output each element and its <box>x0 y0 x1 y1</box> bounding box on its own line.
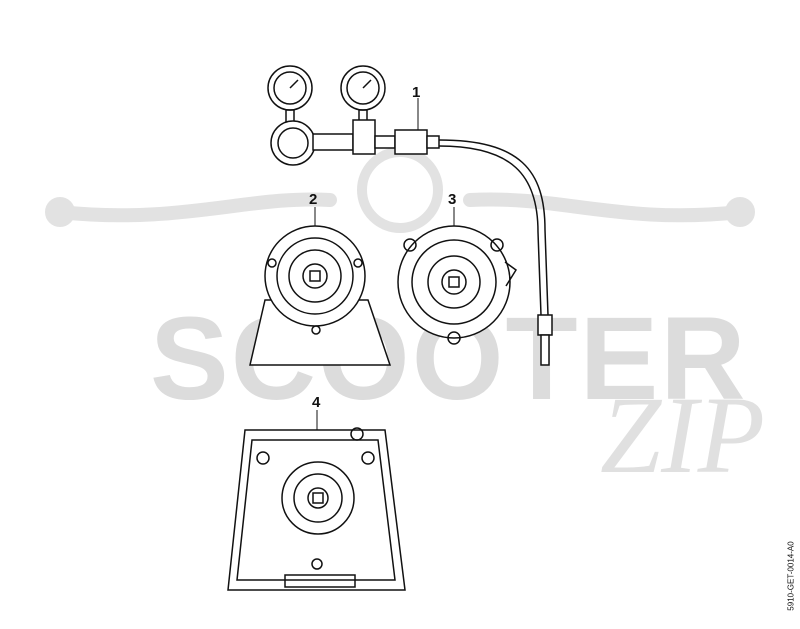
document-code-text: 5910-GET-0014-A0 <box>786 541 796 611</box>
watermark-script: ZIP <box>600 374 765 496</box>
part-3-flywheel <box>397 207 518 345</box>
callout-2: 2 <box>309 191 318 208</box>
document-code: 5910-GET-0014-A0 <box>786 531 796 621</box>
part-2-flywheel-stand <box>249 207 392 366</box>
callout-4: 4 <box>312 394 321 411</box>
callout-3: 3 <box>448 191 457 208</box>
part-1-gauge-assembly <box>267 65 553 366</box>
callout-1: 1 <box>412 84 421 101</box>
part-4-housing <box>227 410 406 591</box>
watermark-wings <box>45 147 755 233</box>
